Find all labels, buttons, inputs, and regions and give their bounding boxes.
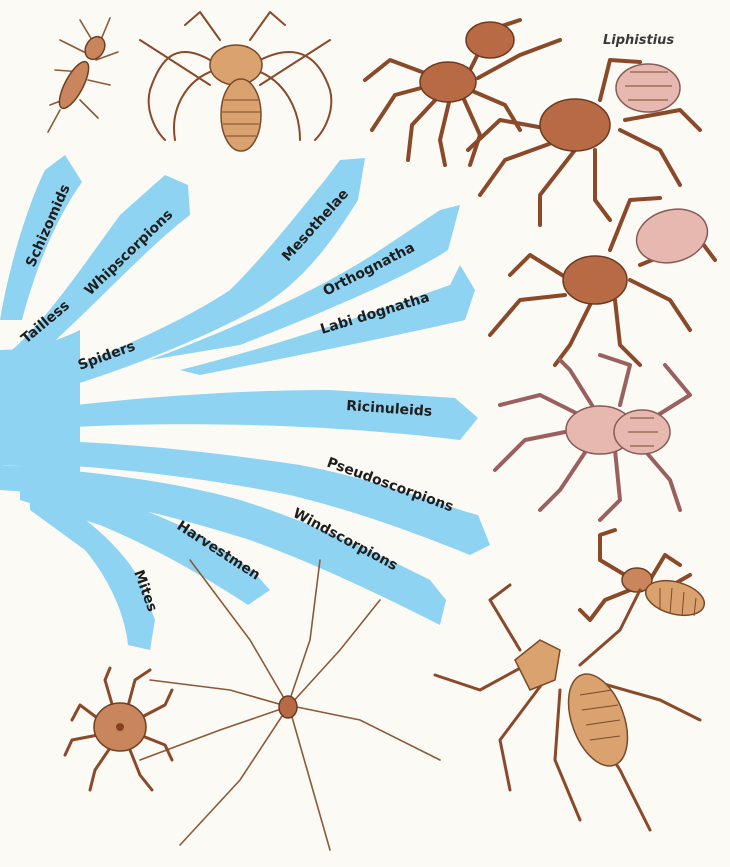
whipscorpion-icon [140, 12, 331, 151]
harvestman-icon [140, 560, 440, 850]
windscorpion-icon [435, 585, 700, 830]
caption-liphistius: Liphistius [603, 33, 674, 48]
tarantula-icon [365, 20, 560, 165]
ricinuleid-icon [495, 355, 690, 520]
pseudoscorpion-icon [580, 530, 708, 621]
mite-icon [65, 668, 172, 790]
liphistius-spider-icon [468, 60, 700, 225]
jumping-spider-icon [490, 198, 715, 365]
schizomid-icon [48, 18, 118, 132]
